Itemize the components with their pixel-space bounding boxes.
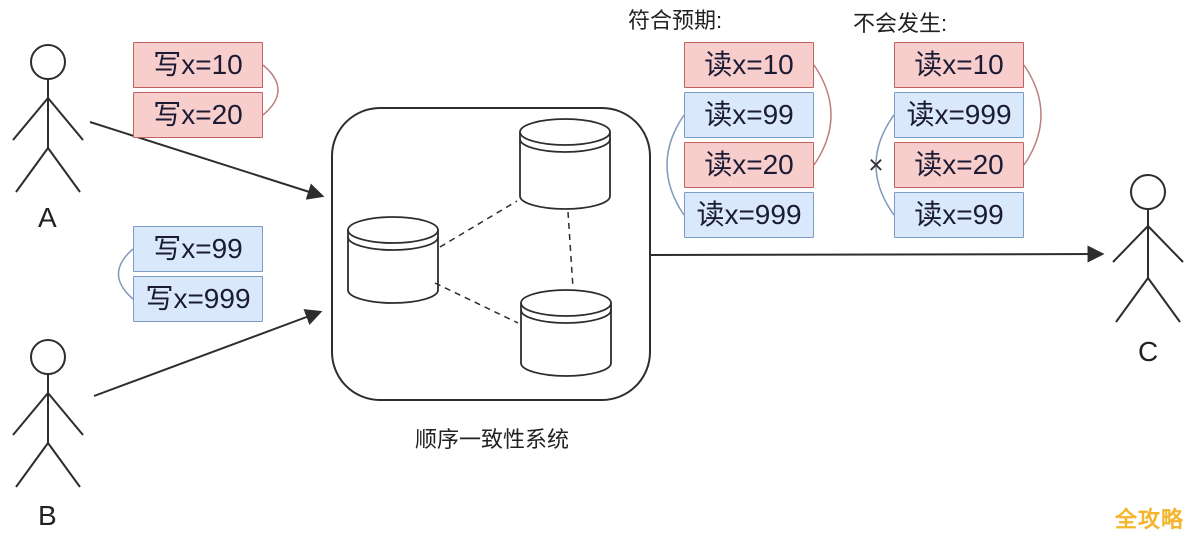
invalid-order-cross-mark: × (868, 149, 884, 180)
read-box-expected-3: 读x=20 (684, 142, 814, 188)
arc-expected-red-order (813, 64, 832, 166)
arc-writes-b-order (117, 248, 134, 300)
arrow-b-to-system (93, 309, 323, 397)
system-boundary (331, 107, 651, 401)
read-box-nothappen-4: 读x=99 (894, 192, 1024, 238)
replication-links (434, 200, 574, 324)
database-cylinder-top (519, 118, 611, 210)
write-box-b-2: 写x=999 (133, 276, 263, 322)
database-cylinder-left (347, 216, 439, 304)
write-box-a-2: 写x=20 (133, 92, 263, 138)
arc-writes-a-order (262, 64, 279, 116)
database-cylinder-bottom (520, 289, 612, 377)
arc-nothappen-blue-order (875, 114, 895, 216)
read-box-expected-4: 读x=999 (684, 192, 814, 238)
stick-figure-b (12, 339, 84, 488)
read-box-nothappen-1: 读x=10 (894, 42, 1024, 88)
actor-c-label: C (1138, 336, 1159, 367)
stick-figure-c (1112, 174, 1184, 323)
read-box-nothappen-2: 读x=999 (894, 92, 1024, 138)
read-box-expected-2: 读x=99 (684, 92, 814, 138)
write-box-b-1: 写x=99 (133, 226, 263, 272)
db-link-top-bottom (567, 211, 574, 289)
actor-a-label: A (38, 202, 57, 233)
write-box-a-1: 写x=10 (133, 42, 263, 88)
stick-figure-a (12, 44, 84, 193)
watermark: 全攻略 (1114, 507, 1184, 532)
system-label: 顺序一致性系统 (414, 427, 569, 452)
actor-b-label: B (38, 500, 57, 531)
arc-expected-blue-order (666, 114, 685, 216)
db-link-left-top (439, 200, 518, 248)
db-link-left-bottom (434, 282, 519, 324)
arrow-system-to-c (649, 245, 1105, 263)
arrow-a-to-system (89, 121, 325, 200)
read-box-expected-1: 读x=10 (684, 42, 814, 88)
read-box-nothappen-3: 读x=20 (894, 142, 1024, 188)
expected-header: 符合预期: (628, 8, 723, 33)
not-happen-header: 不会发生: (853, 11, 948, 36)
arc-nothappen-red-order (1023, 64, 1042, 166)
